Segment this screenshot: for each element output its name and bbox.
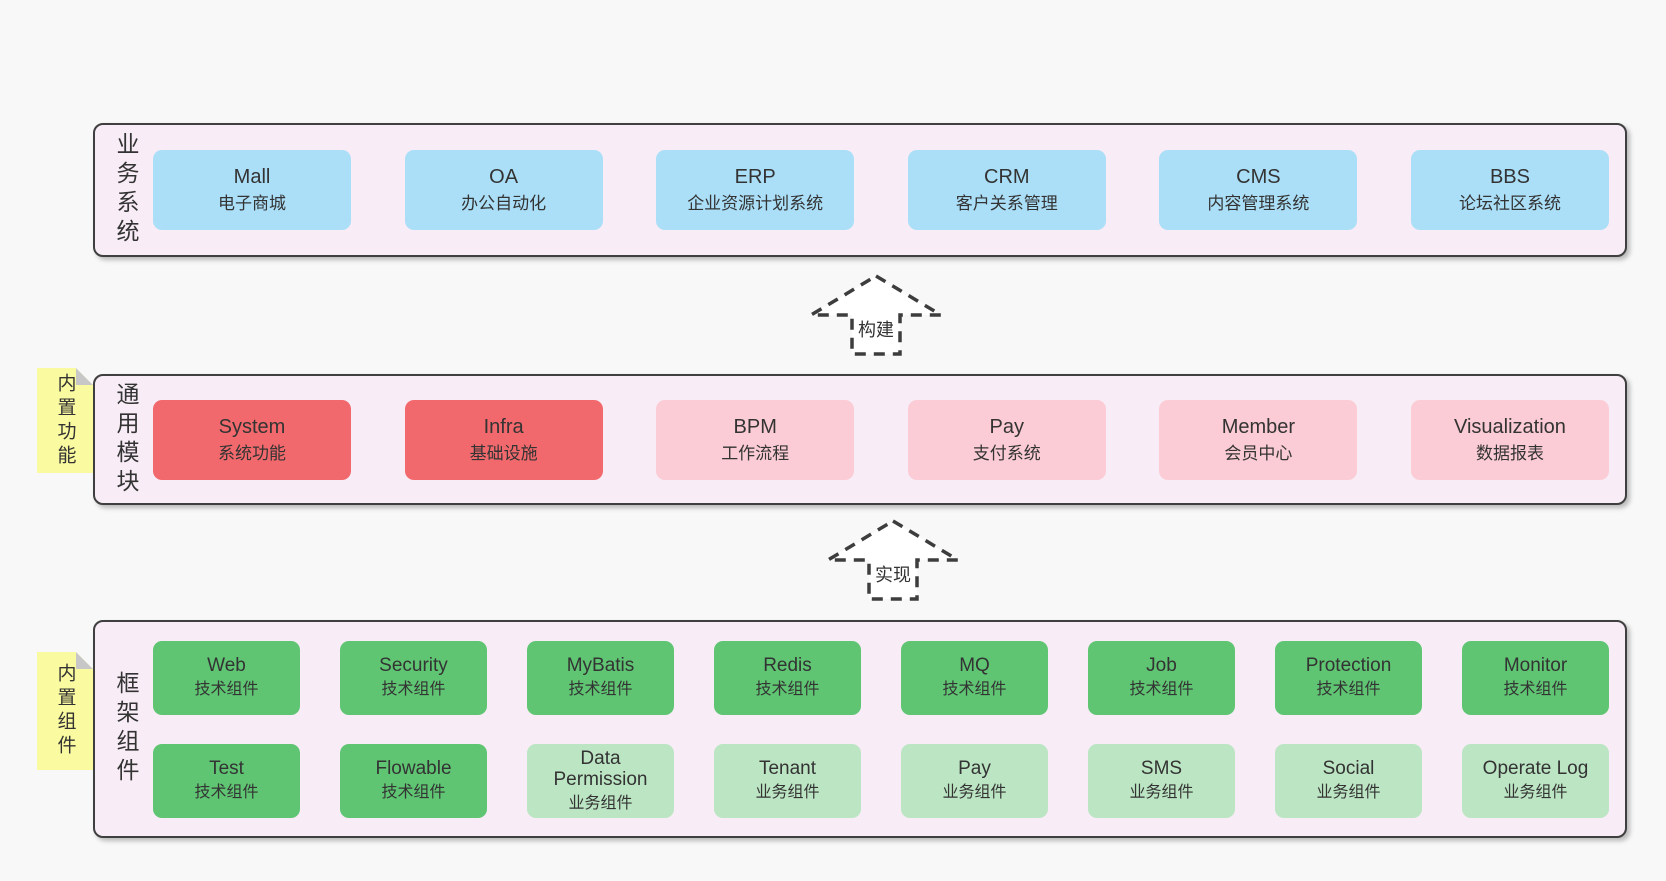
box-data-permission: Data Permission 业务组件 (527, 743, 674, 818)
box-tenant: Tenant 业务组件 (714, 743, 861, 818)
box-system: System 系统功能 (153, 399, 351, 480)
box-member: Member 会员中心 (1159, 399, 1358, 480)
box-job: Job 技术组件 (1088, 640, 1235, 715)
box-bpm: BPM 工作流程 (656, 399, 855, 480)
box-security: Security 技术组件 (340, 640, 487, 715)
framework-components-section: 框架组件 Web 技术组件 Security 技术组件 MyBatis 技术组件… (93, 620, 1627, 838)
build-arrow-label: 构建 (858, 320, 894, 340)
note-fold-corner-icon (76, 368, 93, 385)
box-social: Social 业务组件 (1275, 743, 1422, 818)
box-mq: MQ 技术组件 (901, 640, 1048, 715)
business-systems-section: 业务系统 Mall 电子商城 OA 办公自动化 ERP 企业资源计划系统 CRM… (93, 123, 1627, 257)
box-pay-system: Pay 支付系统 (907, 399, 1106, 480)
box-crm: CRM 客户关系管理 (907, 150, 1106, 230)
box-infra: Infra 基础设施 (404, 399, 603, 480)
common-boxes-area: System 系统功能 Infra 基础设施 BPM 工作流程 Pay 支付系统… (149, 376, 1625, 503)
box-redis: Redis 技术组件 (714, 640, 861, 715)
framework-section-label: 框架组件 (113, 671, 139, 787)
builtin-components-note-text: 内置组件 (54, 663, 76, 759)
implement-arrow-label: 实现 (875, 565, 911, 585)
business-box-row: Mall 电子商城 OA 办公自动化 ERP 企业资源计划系统 CRM 客户关系… (153, 150, 1609, 230)
business-boxes-area: Mall 电子商城 OA 办公自动化 ERP 企业资源计划系统 CRM 客户关系… (149, 125, 1625, 255)
box-mall: Mall 电子商城 (153, 150, 351, 230)
note-fold-corner-icon (76, 652, 93, 669)
implement-arrow-icon: 实现 (825, 518, 961, 601)
builtin-features-note-text: 内置功能 (54, 372, 76, 469)
common-box-row: System 系统功能 Infra 基础设施 BPM 工作流程 Pay 支付系统… (153, 399, 1609, 480)
box-web: Web 技术组件 (153, 640, 300, 715)
box-operate-log: Operate Log 业务组件 (1462, 743, 1609, 818)
box-protection: Protection 技术组件 (1275, 640, 1422, 715)
box-sms: SMS 业务组件 (1088, 743, 1235, 818)
box-bbs: BBS 论坛社区系统 (1410, 150, 1609, 230)
box-flowable: Flowable 技术组件 (340, 743, 487, 818)
build-arrow-icon: 构建 (808, 273, 944, 356)
framework-box-row-1: Web 技术组件 Security 技术组件 MyBatis 技术组件 Redi… (153, 640, 1609, 715)
framework-box-row-2: Test 技术组件 Flowable 技术组件 Data Permission … (153, 743, 1609, 818)
common-modules-section: 通用模块 System 系统功能 Infra 基础设施 BPM 工作流程 Pay… (93, 374, 1627, 505)
common-section-label: 通用模块 (113, 381, 139, 498)
box-monitor: Monitor 技术组件 (1462, 640, 1609, 715)
business-section-label: 业务系统 (113, 132, 139, 248)
box-test: Test 技术组件 (153, 743, 300, 818)
framework-boxes-area: Web 技术组件 Security 技术组件 MyBatis 技术组件 Redi… (149, 622, 1625, 836)
box-cms: CMS 内容管理系统 (1159, 150, 1358, 230)
box-oa: OA 办公自动化 (404, 150, 603, 230)
box-mybatis: MyBatis 技术组件 (527, 640, 674, 715)
box-erp: ERP 企业资源计划系统 (656, 150, 855, 230)
builtin-components-note: 内置组件 (37, 652, 93, 770)
box-pay-component: Pay 业务组件 (901, 743, 1048, 818)
box-visualization: Visualization 数据报表 (1410, 399, 1609, 480)
builtin-features-note: 内置功能 (37, 368, 93, 473)
